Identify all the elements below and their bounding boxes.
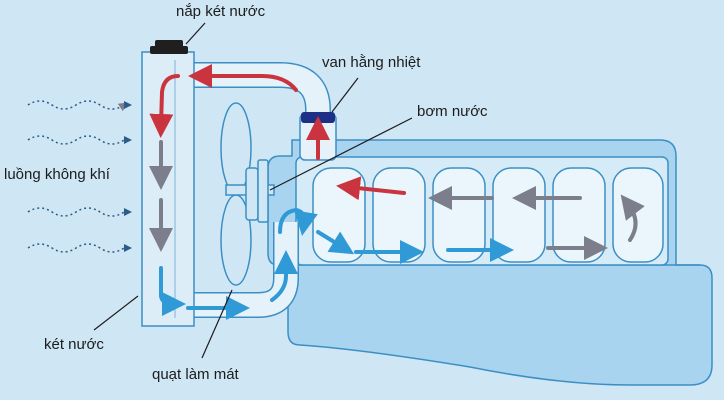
flow-arrow-pump <box>278 207 318 236</box>
flow-arrow-hose-top <box>188 64 298 92</box>
cylinder-3 <box>432 167 486 263</box>
label-thermostat: van hằng nhiệt <box>322 54 421 71</box>
cooling-fan <box>220 102 275 286</box>
airflow-line-1 <box>27 100 128 112</box>
airflow-line-2 <box>27 135 125 145</box>
label-cooling-fan: quạt làm mát <box>152 366 239 383</box>
airflow-line-4 <box>27 243 125 253</box>
cylinder-2 <box>372 167 426 263</box>
label-water-pump: bơm nước <box>417 103 488 120</box>
upper-hose <box>190 62 331 160</box>
label-airflow: luồng không khí <box>4 166 110 183</box>
flow-arrow-block-5 <box>316 230 355 255</box>
airflow-line-3 <box>27 207 125 217</box>
fan-hub <box>245 167 259 221</box>
flow-arrow-block-1 <box>336 176 406 201</box>
flow-arrow-hose-up <box>270 250 298 302</box>
flow-arrow-block-up <box>620 194 645 242</box>
leader-cooling-fan <box>201 289 233 359</box>
radiator-cap <box>150 40 188 54</box>
leader-lines <box>93 22 413 359</box>
thermostat-cap <box>301 112 335 123</box>
label-radiator: két nước <box>44 336 104 353</box>
leader-radiator <box>93 295 139 331</box>
leader-water-pump <box>269 117 413 191</box>
cylinder-1 <box>312 167 366 263</box>
airflow-arrowheads <box>124 101 132 252</box>
flow-arrow-radiator-bottom <box>159 266 186 316</box>
leader-thermostat <box>331 77 359 113</box>
hot-flow-arrows <box>149 64 406 201</box>
label-radiator-cap: nắp két nước <box>176 3 266 20</box>
cylinder-6 <box>612 167 664 263</box>
cylinder-4 <box>492 167 546 263</box>
airflow-lines <box>27 100 128 253</box>
leader-radiator-cap <box>185 22 206 45</box>
warm-flow-arrows <box>149 140 645 260</box>
fan-pulley <box>257 159 269 223</box>
flow-arrow-radiator-top <box>149 74 180 138</box>
cool-flow-arrows <box>159 207 514 320</box>
radiator <box>141 51 195 327</box>
